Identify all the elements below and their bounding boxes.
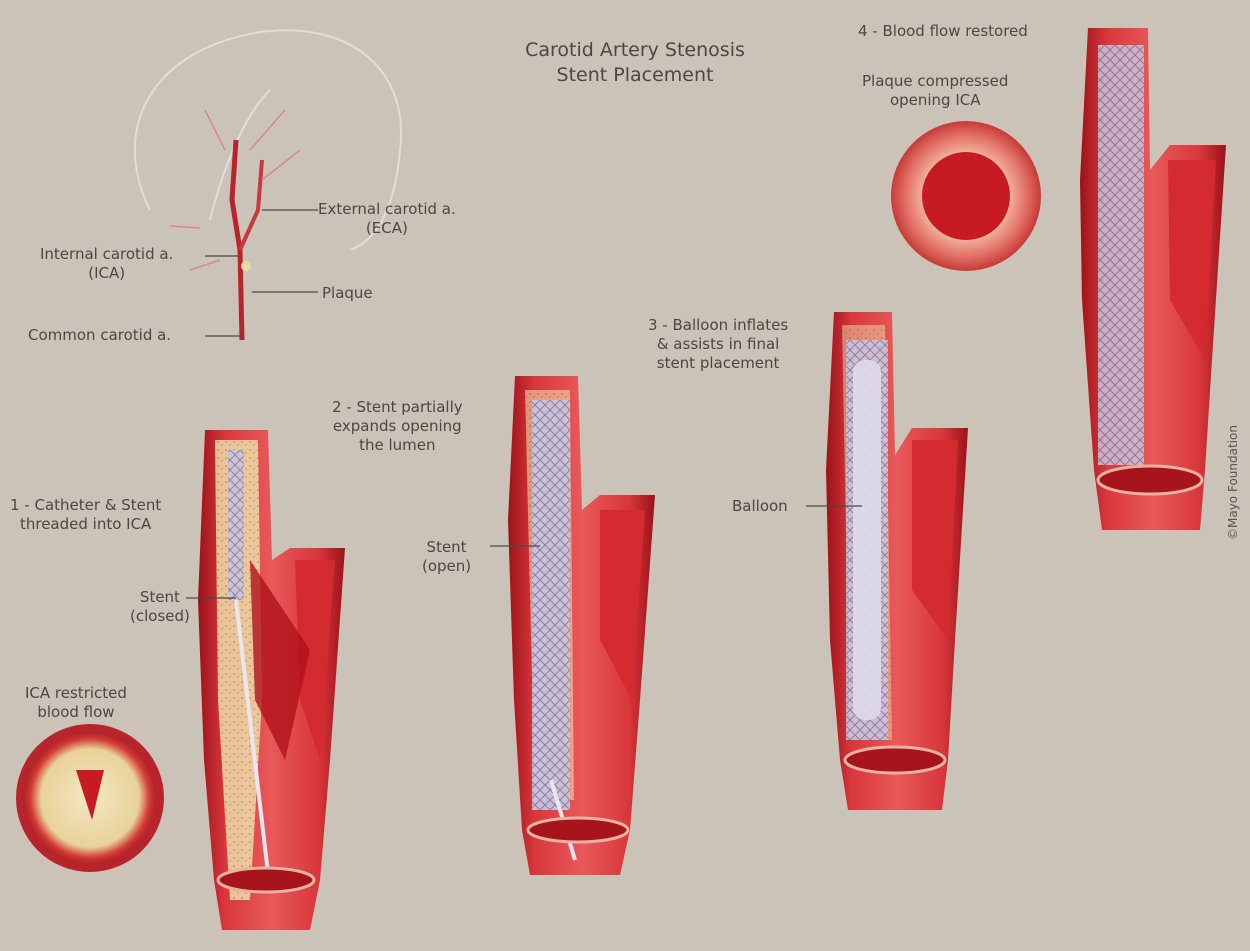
- restricted-flow-line-1: ICA restricted: [25, 684, 127, 703]
- stage-1-vessel: [198, 430, 345, 930]
- common-carotid-label: Common carotid a.: [28, 326, 171, 345]
- title-line-1: Carotid Artery Stenosis: [470, 38, 800, 63]
- external-carotid-abbrev: (ECA): [318, 219, 456, 238]
- step-4-subheading: Plaque compressed opening ICA: [862, 72, 1008, 110]
- step-3-heading-line-3: stent placement: [648, 354, 788, 373]
- external-carotid-label: External carotid a. (ECA): [318, 200, 456, 238]
- step-2-heading-line-3: the lumen: [332, 436, 463, 455]
- step-2-callout: Stent (open): [422, 538, 471, 576]
- internal-carotid-text: Internal carotid a.: [40, 245, 173, 264]
- step-2-heading: 2 - Stent partially expands opening the …: [332, 398, 463, 454]
- step-3-heading-line-1: 3 - Balloon inflates: [648, 316, 788, 335]
- stage-3-vessel: [826, 312, 968, 810]
- step-2-callout-line-2: (open): [422, 557, 471, 576]
- step-1-callout: Stent (closed): [130, 588, 190, 626]
- step-3-heading-line-2: & assists in final: [648, 335, 788, 354]
- step-1-heading: 1 - Catheter & Stent threaded into ICA: [10, 496, 161, 534]
- step-1-heading-line-1: 1 - Catheter & Stent: [10, 496, 161, 515]
- anatomy-leaders: [205, 210, 318, 336]
- cross-section-restored: [891, 121, 1041, 271]
- plaque-label: Plaque: [322, 284, 373, 303]
- restricted-flow-line-2: blood flow: [25, 703, 127, 722]
- step-2-callout-line-1: Stent: [422, 538, 471, 557]
- stage-2-vessel: [508, 376, 655, 875]
- title-line-2: Stent Placement: [470, 63, 800, 88]
- step-4-subheading-line-1: Plaque compressed: [862, 72, 1008, 91]
- cross-section-restricted: [20, 728, 160, 868]
- step-2-heading-line-2: expands opening: [332, 417, 463, 436]
- stage-4-vessel: [1080, 28, 1226, 530]
- internal-carotid-abbrev: (ICA): [40, 264, 173, 283]
- internal-carotid-label: Internal carotid a. (ICA): [40, 245, 173, 283]
- restricted-flow-label: ICA restricted blood flow: [25, 684, 127, 722]
- step-4-subheading-line-2: opening ICA: [862, 91, 1008, 110]
- diagram-title: Carotid Artery Stenosis Stent Placement: [470, 38, 800, 87]
- step-1-callout-line-2: (closed): [130, 607, 190, 626]
- step-1-heading-line-2: threaded into ICA: [10, 515, 161, 534]
- step-4-heading: 4 - Blood flow restored: [858, 22, 1028, 41]
- step-3-heading: 3 - Balloon inflates & assists in final …: [648, 316, 788, 372]
- step-1-callout-line-1: Stent: [130, 588, 190, 607]
- copyright-credit: ©Mayo Foundation: [1226, 425, 1240, 540]
- carotid-anatomy-sketch: [170, 110, 300, 340]
- external-carotid-text: External carotid a.: [318, 200, 456, 219]
- step-3-callout: Balloon: [732, 497, 788, 516]
- step-2-heading-line-1: 2 - Stent partially: [332, 398, 463, 417]
